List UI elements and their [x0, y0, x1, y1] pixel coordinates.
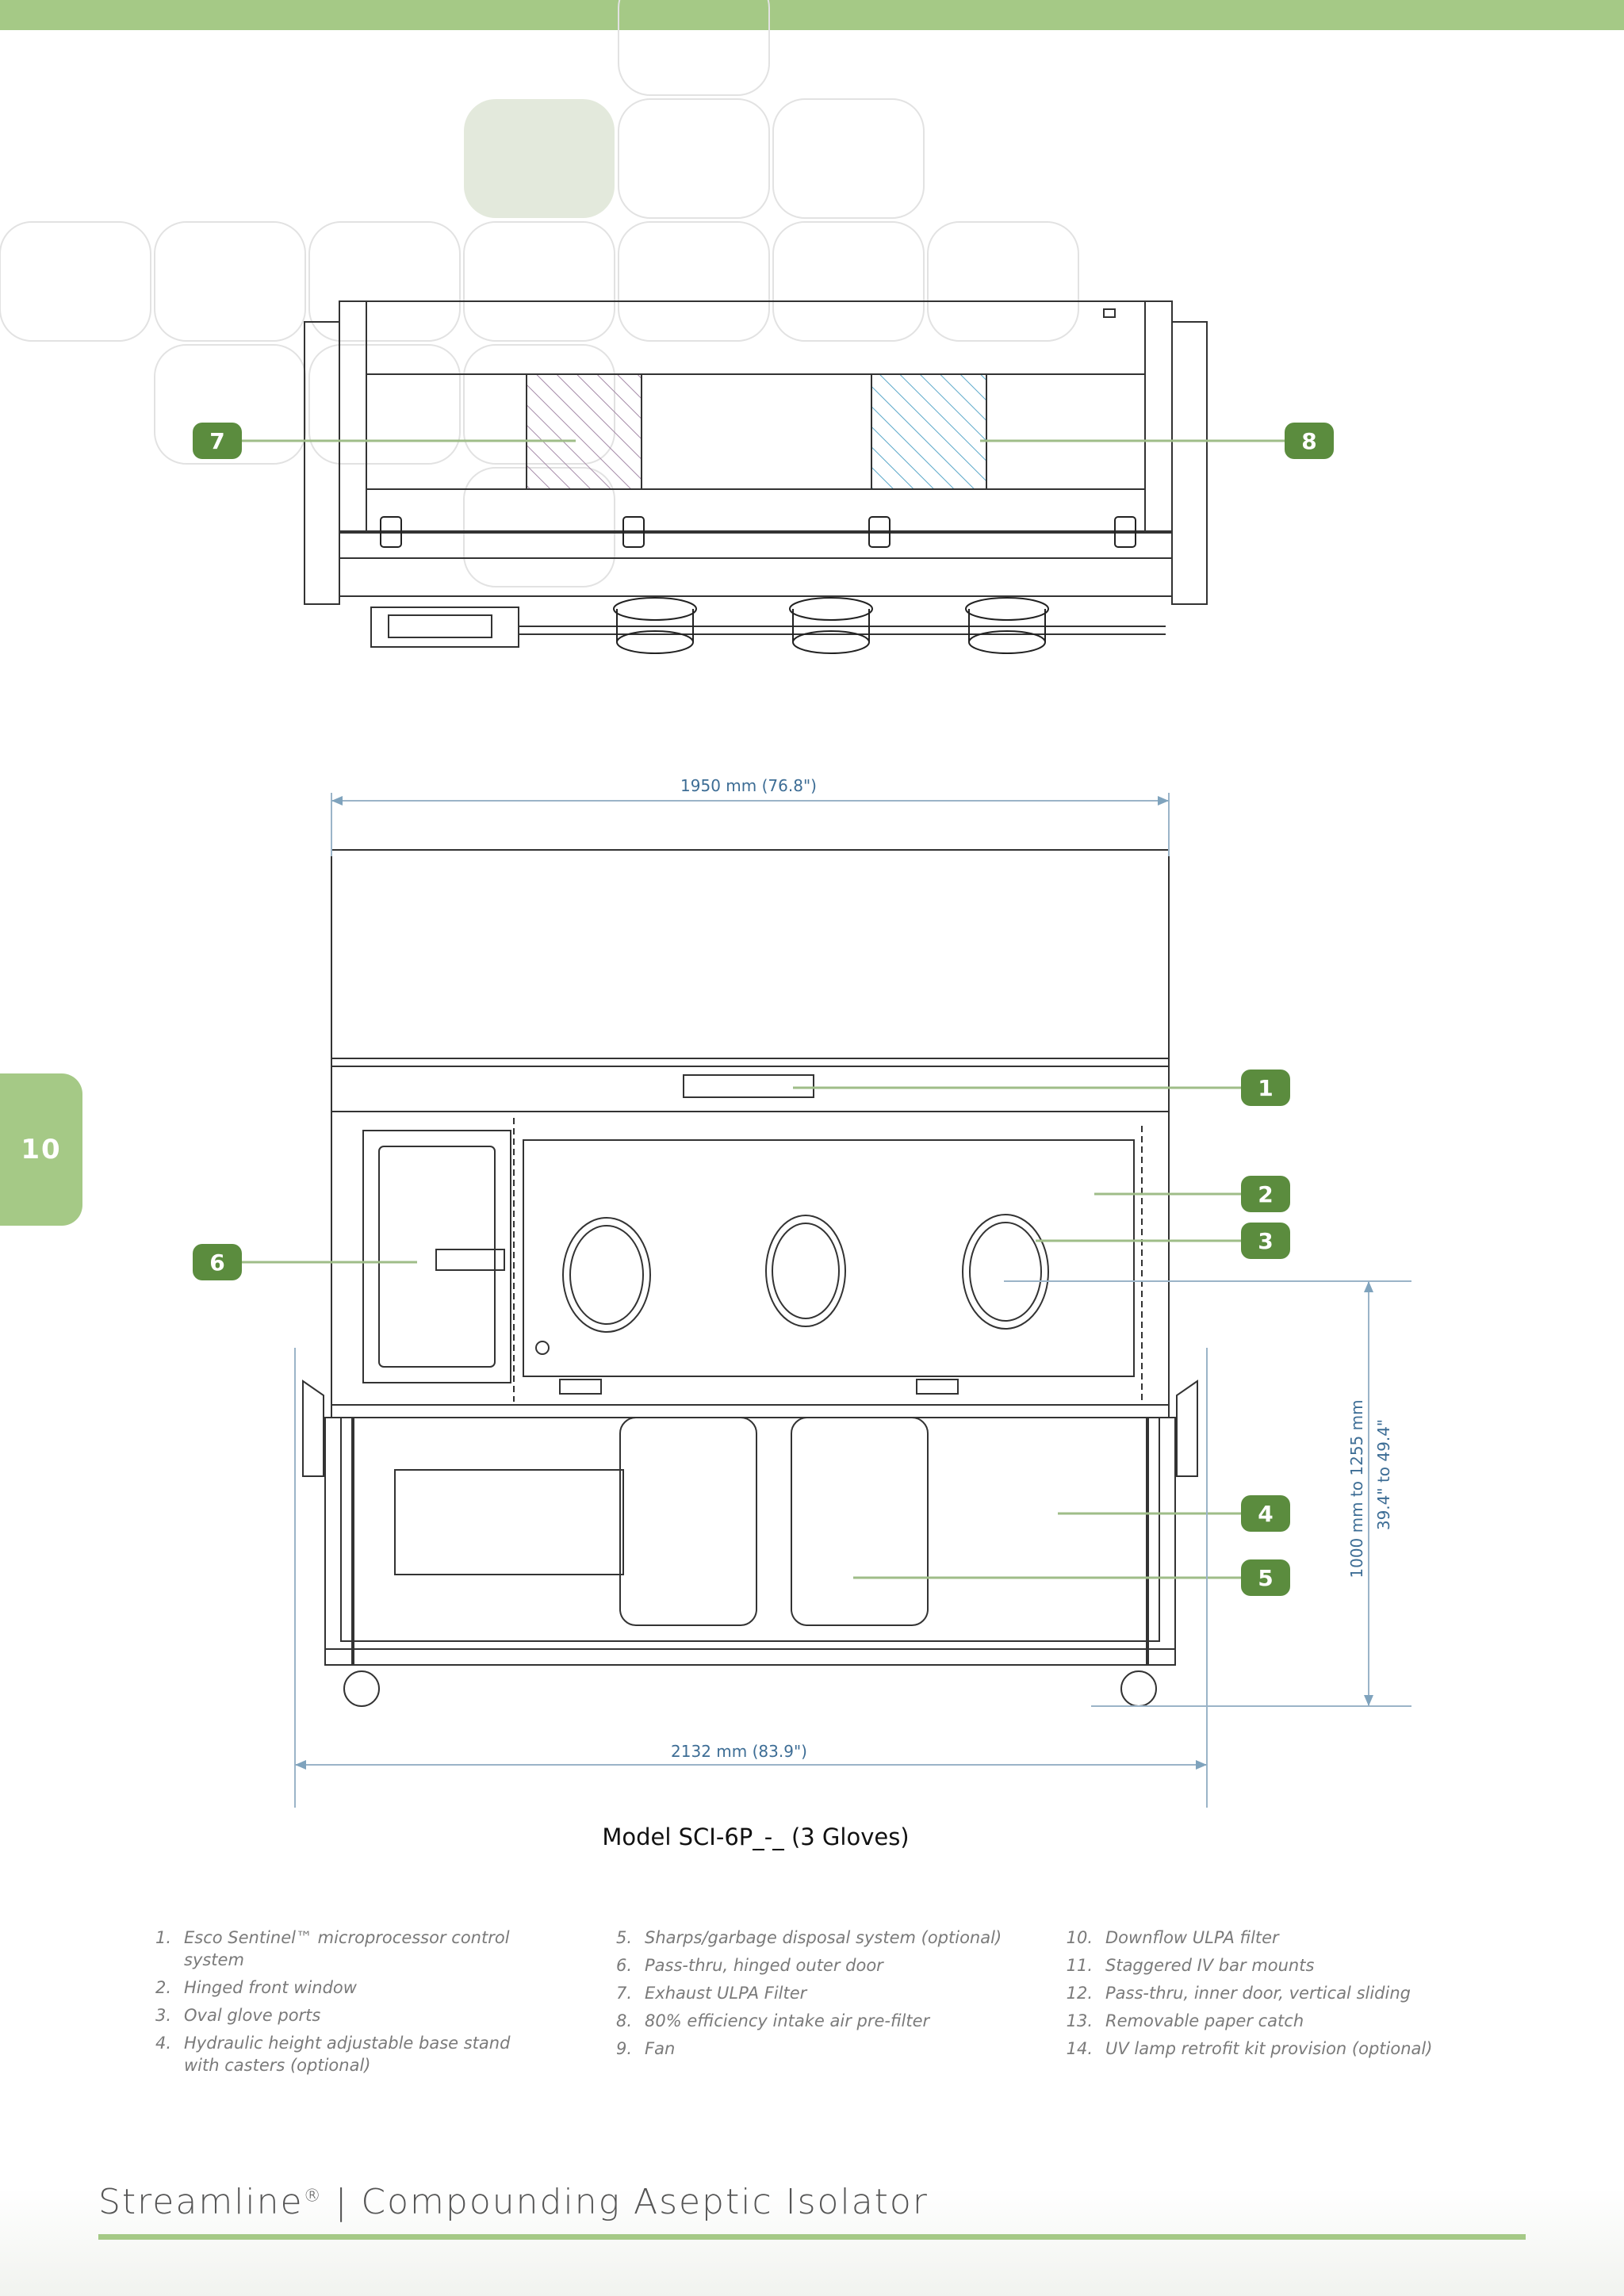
- legend-item: 5.Sharps/garbage disposal system (option…: [615, 1928, 1002, 1947]
- page-number-tab: 10: [0, 1073, 82, 1226]
- footer-registered-mark: ®: [303, 2186, 323, 2206]
- callout-4: 4: [1241, 1495, 1290, 1532]
- dimension-width-top: 1950 mm (76.8"): [680, 776, 817, 795]
- callout-1: 1: [1241, 1070, 1290, 1106]
- legend-item: 1.Esco Sentinel™ microprocessor control …: [155, 1928, 510, 1969]
- legend-column-2: 5.Sharps/garbage disposal system (option…: [599, 1927, 1043, 2065]
- legend-column-3: 10.Downflow ULPA filter 11.Staggered IV …: [1059, 1927, 1503, 2065]
- dimension-width-bottom: 2132 mm (83.9"): [671, 1742, 807, 1761]
- legend-item: 13.Removable paper catch: [1066, 2011, 1304, 2030]
- legend-item: 11.Staggered IV bar mounts: [1066, 1956, 1315, 1975]
- legend-item: 3.Oval glove ports: [155, 2006, 321, 2025]
- legend-item: 12.Pass-thru, inner door, vertical slidi…: [1066, 1984, 1411, 2003]
- legend-column-1: 1.Esco Sentinel™ microprocessor control …: [138, 1927, 582, 2082]
- legend-item: 7.Exhaust ULPA Filter: [615, 1984, 807, 2003]
- dimension-height-in: 39.4" to 49.4": [1374, 1419, 1393, 1530]
- footer-brand: Streamline: [98, 2182, 304, 2222]
- footer-subtitle: | Compounding Aseptic Isolator: [322, 2182, 929, 2222]
- dimension-arrows: [295, 796, 1373, 1770]
- legend-item: 6.Pass-thru, hinged outer door: [615, 1956, 883, 1975]
- top-view-drawing: [304, 300, 1208, 654]
- legend-item: 2.Hinged front window: [155, 1978, 357, 1997]
- legend-item: 14.UV lamp retrofit kit provision (optio…: [1066, 2039, 1433, 2058]
- callout-3: 3: [1241, 1223, 1290, 1259]
- front-view-leaders: [239, 1086, 1242, 1579]
- callout-7: 7: [193, 423, 242, 459]
- callout-6: 6: [193, 1244, 242, 1280]
- legend-item: 8.80% efficiency intake air pre-filter: [615, 2011, 930, 2030]
- top-accent-bar: [0, 0, 1624, 30]
- footer-title: Streamline® | Compounding Aseptic Isolat…: [98, 2182, 929, 2222]
- front-view-drawing: [302, 849, 1198, 1707]
- callout-2: 2: [1241, 1176, 1290, 1212]
- dimension-height-mm: 1000 mm to 1255 mm: [1347, 1399, 1366, 1578]
- footer-rule: [98, 2234, 1526, 2240]
- legend-item: 10.Downflow ULPA filter: [1066, 1928, 1279, 1947]
- background-tiles: [0, 0, 1079, 587]
- legend-item: 9.Fan: [615, 2039, 676, 2058]
- callout-8: 8: [1285, 423, 1334, 459]
- page-number: 10: [21, 1134, 62, 1165]
- dimension-lines: [294, 793, 1411, 1808]
- legend-item: 4.Hydraulic height adjustable base stand…: [155, 2034, 511, 2075]
- callout-5: 5: [1241, 1559, 1290, 1596]
- model-caption: Model SCI-6P_-_ (3 Gloves): [602, 1823, 910, 1850]
